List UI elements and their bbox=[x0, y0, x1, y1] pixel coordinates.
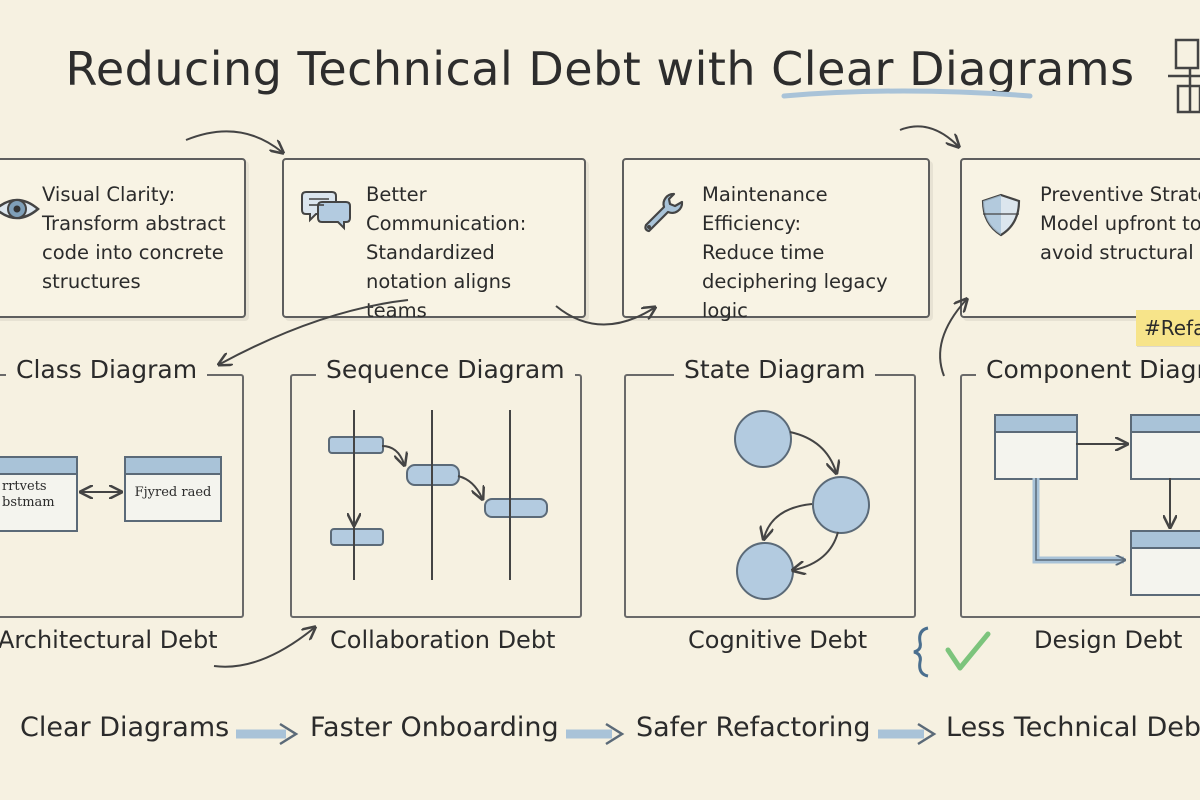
refactoring-tag: #Refactoring bbox=[1136, 310, 1200, 346]
panel-title: Component Diagram bbox=[976, 355, 1200, 384]
card-text: Standardized bbox=[366, 241, 495, 264]
class-box: rrtvets bstmam bbox=[0, 456, 78, 532]
flow-step: Less Technical Debt bbox=[946, 712, 1200, 743]
flow-arrow bbox=[236, 722, 299, 746]
card-heading: Visual Clarity: bbox=[42, 183, 176, 206]
state-node bbox=[734, 410, 792, 468]
card-preventive-strategy: Preventive Strategy: Model upfront to av… bbox=[960, 158, 1200, 318]
title-underline bbox=[781, 88, 1033, 99]
arrow bbox=[220, 299, 409, 364]
card-text: deciphering legacy logic bbox=[702, 270, 888, 322]
component-connector bbox=[1032, 478, 1124, 564]
debt-label: Cognitive Debt bbox=[688, 626, 868, 654]
flow-arrow bbox=[566, 722, 625, 746]
card-heading: Maintenance Efficiency: bbox=[702, 183, 828, 235]
card-text: Transform abstract bbox=[42, 212, 226, 235]
card-heading: Preventive Strategy: bbox=[1040, 183, 1200, 206]
card-maintenance-efficiency: Maintenance Efficiency: Reduce time deci… bbox=[622, 158, 930, 322]
class-box-label: bstmam bbox=[2, 495, 55, 510]
card-text: avoid structural issues bbox=[1040, 241, 1200, 264]
panel-title: Sequence Diagram bbox=[316, 355, 575, 384]
arrow bbox=[185, 130, 282, 152]
sequence-message bbox=[457, 475, 482, 498]
arrow bbox=[555, 306, 654, 326]
class-box-label: rrtvets bbox=[2, 479, 47, 494]
component-box bbox=[1130, 414, 1200, 480]
panel-title: Class Diagram bbox=[6, 355, 208, 384]
debt-label: Design Debt bbox=[1034, 626, 1183, 654]
arrow bbox=[939, 300, 966, 377]
page-title: Reducing Technical Debt with Clear Diagr… bbox=[65, 42, 1135, 96]
shield-icon bbox=[981, 193, 1021, 237]
sequence-activation bbox=[328, 436, 384, 454]
sequence-message bbox=[381, 445, 404, 464]
arrow bbox=[899, 125, 958, 146]
mini-diagram-icon bbox=[1168, 38, 1200, 114]
checkmark-icon bbox=[945, 631, 991, 671]
wrench-icon bbox=[644, 192, 684, 233]
speech-bubbles-icon bbox=[301, 191, 351, 231]
sequence-lifelines bbox=[353, 410, 511, 580]
flow-arrow bbox=[878, 722, 937, 746]
arrow bbox=[213, 628, 314, 668]
card-text: structures bbox=[42, 270, 141, 293]
card-heading: Better Communication: bbox=[366, 183, 527, 235]
card-text: Reduce time bbox=[702, 241, 825, 264]
card-better-communication: Better Communication: Standardized notat… bbox=[282, 158, 586, 322]
eye-icon bbox=[0, 198, 40, 220]
state-transition bbox=[794, 531, 839, 570]
sequence-activation bbox=[484, 498, 548, 518]
state-node bbox=[812, 476, 870, 534]
card-visual-clarity: Visual Clarity: Transform abstract code … bbox=[0, 158, 246, 318]
sequence-activation bbox=[330, 528, 384, 546]
state-transition bbox=[764, 503, 813, 538]
debt-label: Collaboration Debt bbox=[330, 626, 556, 654]
panel-title: State Diagram bbox=[674, 355, 876, 384]
state-transition bbox=[789, 431, 836, 472]
flow-step: Safer Refactoring bbox=[636, 712, 871, 743]
component-box bbox=[1130, 530, 1200, 596]
debt-label: Architectural Debt bbox=[0, 626, 218, 654]
flow-step: Clear Diagrams bbox=[20, 712, 230, 743]
component-box bbox=[994, 414, 1078, 480]
class-box-label: Fjyred raed bbox=[134, 485, 212, 500]
brace-mark bbox=[913, 626, 929, 678]
flow-step: Faster Onboarding bbox=[310, 712, 559, 743]
class-box: Fjyred raed bbox=[124, 456, 222, 522]
card-text: code into concrete bbox=[42, 241, 224, 264]
card-text: Model upfront to bbox=[1040, 212, 1200, 235]
